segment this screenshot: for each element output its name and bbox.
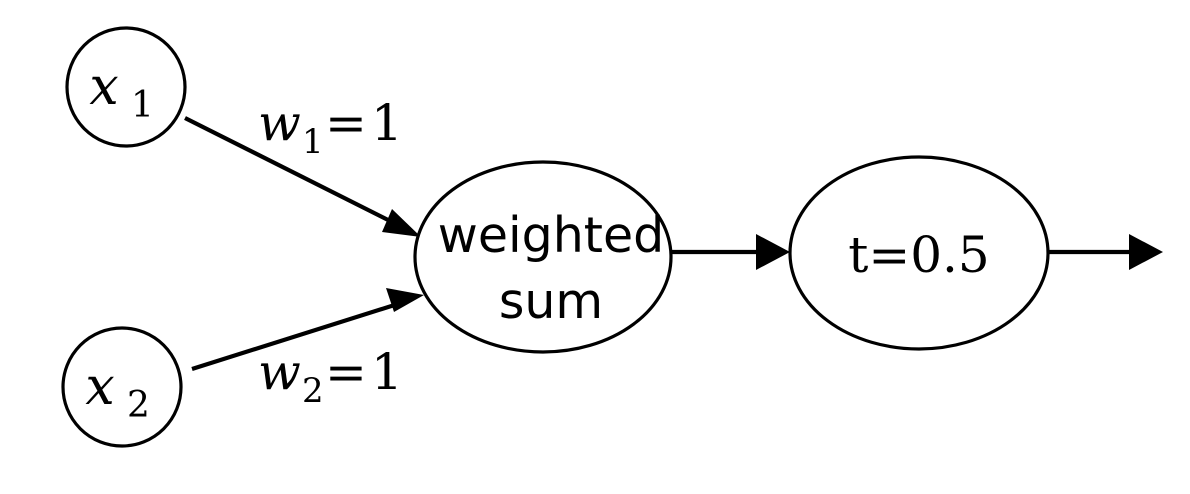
- node-input-2-circle[interactable]: [61, 326, 183, 448]
- edge-sum-to-threshold: [672, 234, 790, 270]
- edge-w1-line: [184, 116, 403, 229]
- edge-w2-label-value: 1: [371, 343, 403, 401]
- edge-output-arrowhead-icon: [1129, 234, 1163, 270]
- node-weighted-sum-ellipse[interactable]: [413, 160, 673, 354]
- edge-w2-label-equals: =: [325, 343, 367, 401]
- edge-w1-label-equals: =: [325, 94, 367, 152]
- edge-output: [1048, 234, 1163, 270]
- edge-w1: [184, 116, 421, 237]
- node-input-2[interactable]: x 2: [61, 326, 183, 448]
- node-input-2-label-base: x: [85, 357, 114, 417]
- edge-w1-label: w 1 = 1: [258, 94, 403, 162]
- edge-w2-label-subscript: 2: [302, 371, 324, 411]
- node-input-1-label-subscript: 1: [131, 85, 154, 126]
- edge-sum-to-threshold-arrowhead-icon: [756, 234, 790, 270]
- node-input-1-label-base: x: [89, 57, 118, 117]
- node-weighted-sum[interactable]: weighted sum: [413, 160, 673, 354]
- node-input-1-circle[interactable]: [65, 26, 187, 148]
- edge-w2-label-base: w: [258, 343, 301, 401]
- node-weighted-sum-label-line1: weighted: [438, 207, 664, 264]
- node-input-2-label-subscript: 2: [127, 385, 150, 426]
- edge-w2-label: w 2 = 1: [258, 343, 403, 411]
- edge-w1-label-value: 1: [371, 94, 403, 152]
- node-threshold-label: t=0.5: [848, 226, 990, 284]
- edge-w2-line: [191, 299, 405, 372]
- node-weighted-sum-label-line2: sum: [499, 273, 603, 330]
- edge-w1-arrowhead-icon: [382, 209, 421, 237]
- node-threshold[interactable]: t=0.5: [788, 155, 1050, 351]
- node-threshold-ellipse[interactable]: [788, 155, 1050, 351]
- edge-w2: [191, 288, 424, 372]
- node-input-1[interactable]: x 1: [65, 26, 187, 148]
- edge-w1-label-subscript: 1: [302, 122, 324, 162]
- edge-w1-label-base: w: [258, 94, 301, 152]
- edge-w2-arrowhead-icon: [386, 288, 424, 312]
